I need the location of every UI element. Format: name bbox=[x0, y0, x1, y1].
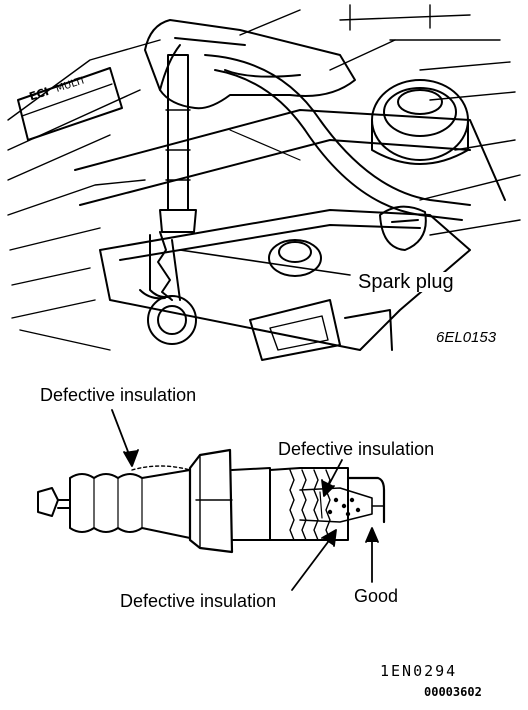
defective-insulation-label-top-left: Defective insulation bbox=[40, 385, 197, 405]
footer-figure-code: 1EN0294 bbox=[380, 662, 458, 680]
good-label: Good bbox=[354, 586, 399, 606]
upper-figure-code: 6EL0153 bbox=[436, 329, 497, 346]
engine-bay-drawing bbox=[7, 4, 521, 361]
defective-insulation-label-top-right: Defective insulation bbox=[278, 439, 435, 459]
defective-insulation-label-bottom: Defective insulation bbox=[120, 591, 277, 611]
spark-plug-callout: Spark plug bbox=[356, 271, 456, 293]
spark-plug-diagram bbox=[37, 409, 386, 591]
footer-doc-number: 00003602 bbox=[424, 685, 482, 699]
